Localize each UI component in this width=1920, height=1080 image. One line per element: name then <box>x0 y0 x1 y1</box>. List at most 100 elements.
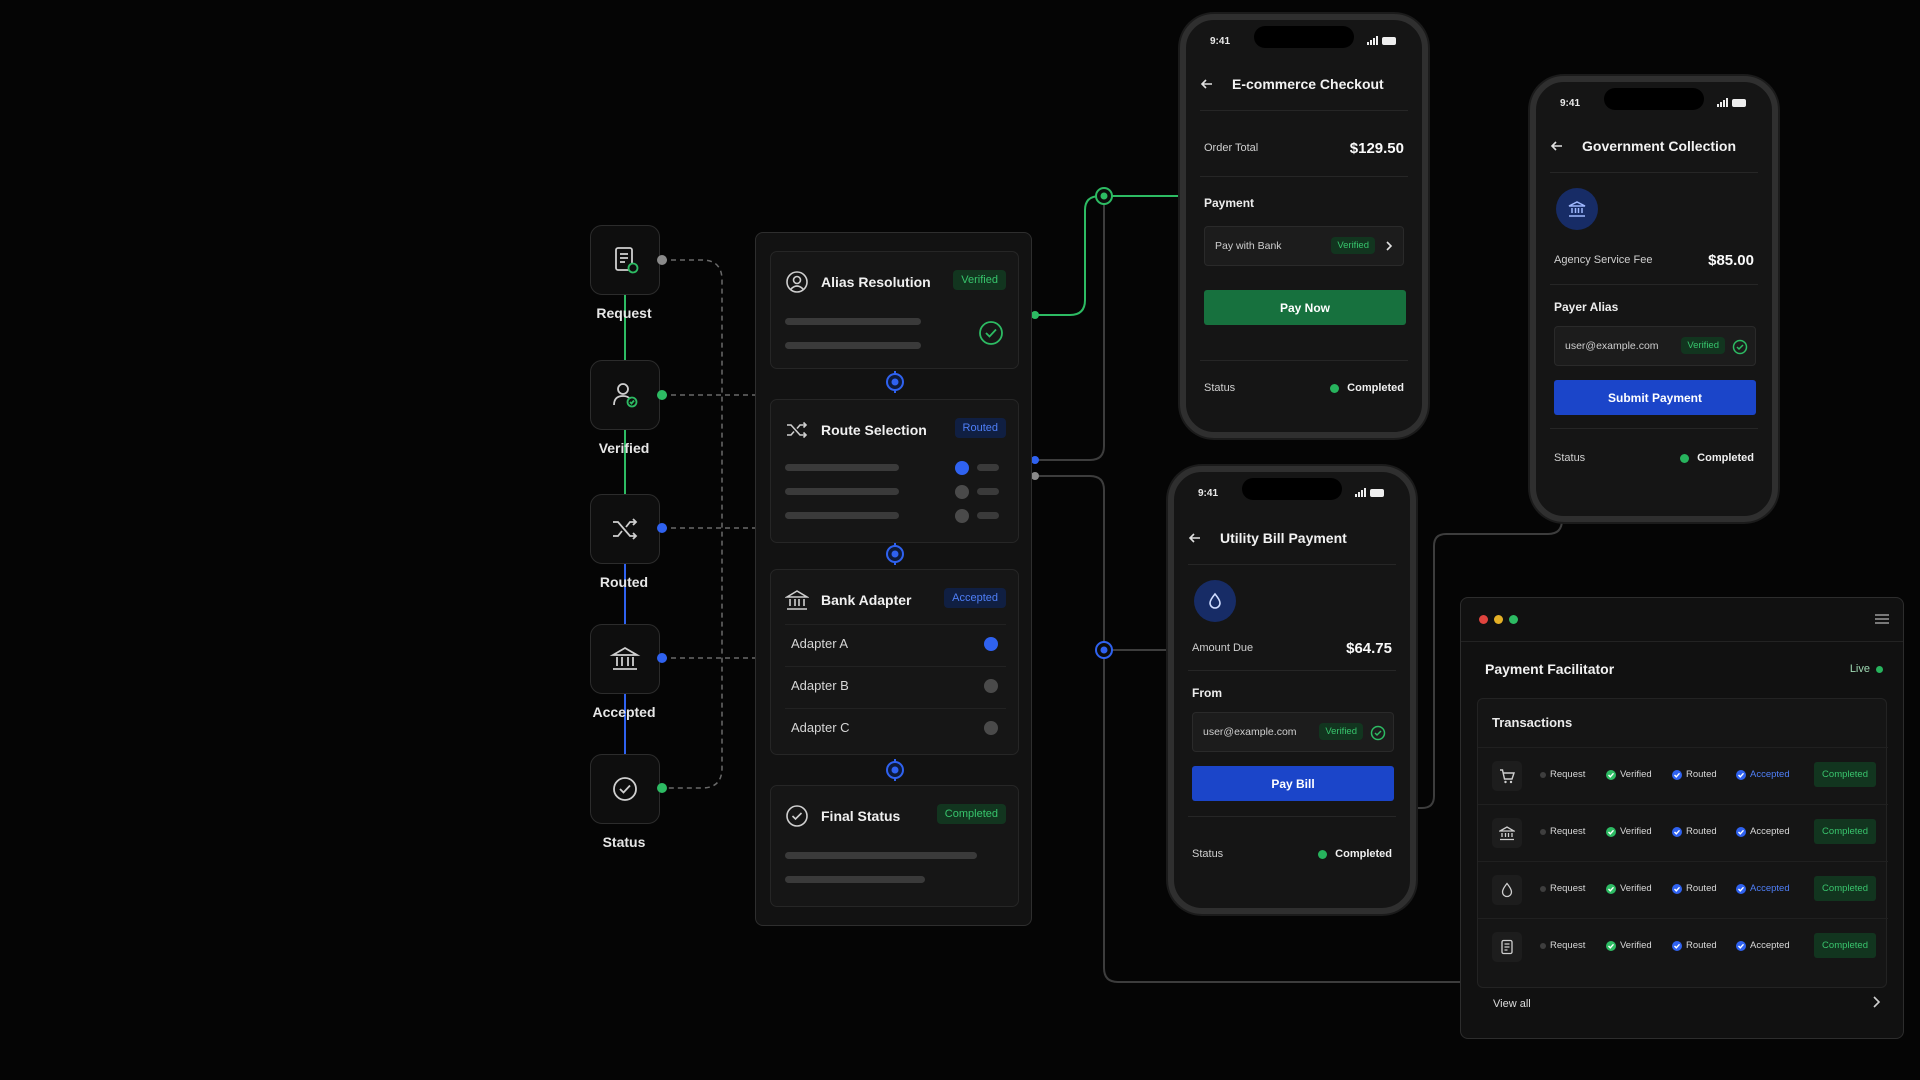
transaction-step: Accepted <box>1736 826 1790 837</box>
close-window-button[interactable] <box>1479 615 1488 624</box>
system-status-icons <box>1367 36 1398 45</box>
placeholder-bar <box>977 512 999 519</box>
menu-icon[interactable] <box>1875 613 1889 625</box>
fee-amount: $85.00 <box>1708 252 1754 269</box>
bank-icon <box>785 590 809 610</box>
phone-ecommerce-checkout: 9:41 E-commerce Checkout Order Total $12… <box>1180 14 1428 438</box>
back-arrow-icon[interactable] <box>1550 139 1564 153</box>
step-label-routed: Routed <box>599 574 649 590</box>
utility-badge <box>1194 580 1236 622</box>
section-final-status: Final Status Completed <box>770 785 1019 907</box>
step-name: Accepted <box>1750 883 1790 894</box>
from-label: From <box>1192 686 1222 700</box>
status-label: Status <box>1554 452 1586 464</box>
system-status-icons <box>1355 488 1386 497</box>
signal-icon <box>1367 36 1378 45</box>
view-all-link[interactable]: View all <box>1493 998 1531 1010</box>
pending-dot-icon <box>1540 828 1546 835</box>
step-accepted[interactable] <box>590 624 660 694</box>
bank-icon <box>609 646 641 670</box>
transaction-step: Routed <box>1672 826 1717 837</box>
pay-bill-button[interactable]: Pay Bill <box>1192 766 1394 801</box>
bank-icon <box>1568 201 1586 217</box>
status-value: Completed <box>1697 452 1754 464</box>
check-circle-icon <box>979 321 1003 345</box>
step-name: Accepted <box>1750 826 1790 837</box>
section-bank-adapter: Bank Adapter Accepted Adapter A Adapter … <box>770 569 1019 755</box>
placeholder-bar <box>785 318 921 325</box>
route-option-radio[interactable] <box>955 461 969 475</box>
step-label-accepted: Accepted <box>592 704 656 720</box>
payment-facilitator-window: Payment Facilitator Live Transactions Re… <box>1460 597 1904 1039</box>
pending-dot-icon <box>1540 771 1546 778</box>
step-label-verified: Verified <box>598 440 650 456</box>
signal-icon <box>1717 98 1728 107</box>
payment-method-field[interactable]: Pay with Bank Verified <box>1204 226 1404 266</box>
transaction-step: Verified <box>1606 826 1652 837</box>
payer-alias-field[interactable]: user@example.com Verified <box>1554 326 1756 366</box>
adapter-option-b[interactable]: Adapter B <box>785 666 1006 704</box>
step-name: Verified <box>1620 883 1652 894</box>
table-row[interactable]: Request Verified Routed Accepted Completed <box>1478 861 1888 917</box>
step-status[interactable] <box>590 754 660 824</box>
check-icon <box>1672 940 1682 951</box>
pay-now-button[interactable]: Pay Now <box>1204 290 1406 325</box>
verified-badge: Verified <box>1319 723 1363 740</box>
live-indicator: Live <box>1850 663 1883 675</box>
maximize-window-button[interactable] <box>1509 615 1518 624</box>
amount-due-value: $64.75 <box>1346 640 1392 657</box>
status-time: 9:41 <box>1210 36 1231 47</box>
step-name: Routed <box>1686 769 1717 780</box>
route-option-radio[interactable] <box>955 509 969 523</box>
shuffle-icon <box>787 421 808 439</box>
route-option-radio[interactable] <box>955 485 969 499</box>
step-name: Routed <box>1686 883 1717 894</box>
drop-icon <box>1209 592 1221 609</box>
minimize-window-button[interactable] <box>1494 615 1503 624</box>
adapter-label: Adapter A <box>791 636 849 651</box>
step-routed[interactable] <box>590 494 660 564</box>
fee-label: Agency Service Fee <box>1554 254 1653 266</box>
adapter-label: Adapter B <box>791 678 849 693</box>
check-circle-icon <box>613 777 637 801</box>
placeholder-bar <box>785 464 899 471</box>
transaction-step: Verified <box>1606 883 1652 894</box>
adapter-option-c[interactable]: Adapter C <box>785 708 1006 746</box>
section-route-selection: Route Selection Routed <box>770 399 1019 543</box>
live-dot <box>1876 665 1883 673</box>
from-account-field[interactable]: user@example.com Verified <box>1192 712 1394 752</box>
check-circle-icon <box>1732 339 1748 355</box>
pending-dot-icon <box>1540 942 1546 949</box>
phone-notch <box>1604 88 1704 110</box>
status-badge: Completed <box>1814 876 1876 901</box>
check-icon <box>1736 883 1746 894</box>
adapter-option-a[interactable]: Adapter A <box>785 624 1006 662</box>
bank-icon <box>1499 826 1515 841</box>
system-status-icons <box>1717 98 1748 107</box>
step-name: Request <box>1550 940 1586 951</box>
back-arrow-icon[interactable] <box>1200 77 1214 91</box>
submit-payment-button[interactable]: Submit Payment <box>1554 380 1756 415</box>
transaction-type-badge <box>1492 875 1522 905</box>
phone-notch <box>1254 26 1354 48</box>
document-icon <box>1501 939 1513 955</box>
step-request[interactable] <box>590 225 660 295</box>
route-status-badge: Routed <box>954 418 1006 438</box>
chevron-right-icon[interactable] <box>1871 996 1881 1008</box>
status-label: Status <box>1192 848 1224 860</box>
window-title: Payment Facilitator <box>1485 661 1615 677</box>
phone-government-collection: 9:41 Government Collection Agency Servic… <box>1530 76 1778 522</box>
step-verified[interactable] <box>590 360 660 430</box>
check-icon <box>1736 769 1746 780</box>
status-dot <box>1330 383 1340 393</box>
transaction-step: Request <box>1540 883 1585 894</box>
back-arrow-icon[interactable] <box>1188 531 1202 545</box>
chevron-right-icon <box>1386 241 1393 251</box>
verified-badge: Verified <box>1681 337 1725 354</box>
step-name: Request <box>1550 826 1586 837</box>
check-icon <box>1606 769 1616 780</box>
transactions-title: Transactions <box>1492 715 1573 730</box>
